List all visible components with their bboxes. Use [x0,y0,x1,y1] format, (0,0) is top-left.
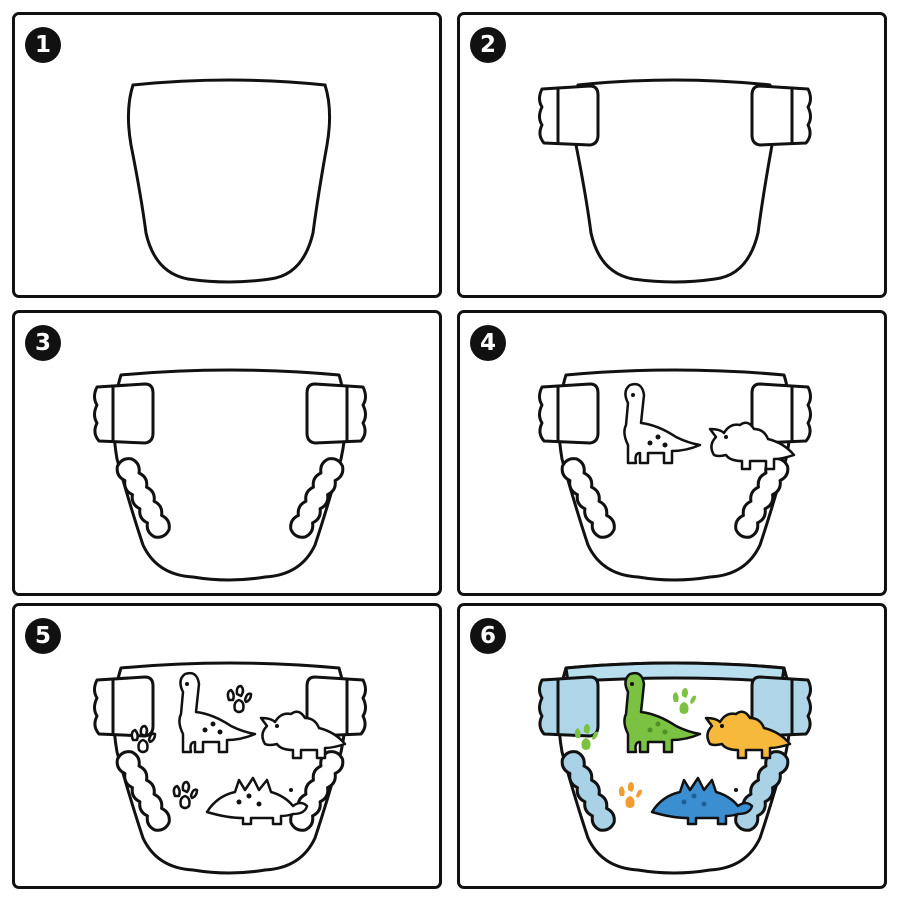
step-panel-4: 4 [457,310,887,596]
step-number-badge: 3 [25,325,61,361]
step-number-badge: 4 [470,325,506,361]
diaper-with-cuffs-icon [93,368,367,582]
diaper-with-tabs-icon [538,78,812,284]
diaper-body-icon [126,78,332,284]
step-panel-1: 1 [12,12,442,298]
step-panel-3: 3 [12,310,442,596]
step-panel-2: 2 [457,12,887,298]
step-number-badge: 5 [25,618,61,654]
diaper-with-dinosaurs-and-footprints-icon [93,661,367,875]
step-number-badge: 1 [25,27,61,63]
colored-diaper-icon [538,661,812,875]
step-panel-5: 5 [12,603,442,889]
step-panel-6: 6 [457,603,887,889]
step-number-badge: 2 [470,27,506,63]
step-number-badge: 6 [470,618,506,654]
diaper-with-dinosaurs-icon [538,368,812,582]
